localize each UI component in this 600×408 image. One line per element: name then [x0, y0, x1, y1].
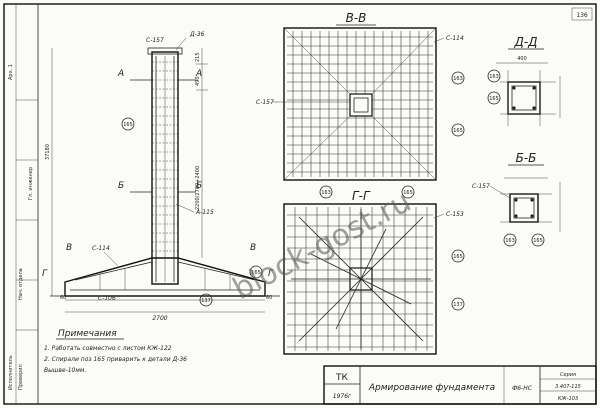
dd-pos-163: 163 [489, 74, 499, 80]
title-block-frame [323, 365, 597, 405]
section-gg-spiral-bars [291, 209, 431, 349]
dd-pos-165: 165 [489, 96, 499, 102]
rebar-line [310, 253, 362, 280]
rebar-line [298, 278, 362, 342]
label-d36: Д-36 [189, 31, 205, 38]
column-stirrups [152, 61, 178, 252]
bb-pos-165: 165 [533, 238, 543, 244]
dim-60-right: 60 [266, 295, 272, 301]
gg-leader-c153: С-153 [446, 211, 464, 218]
section-dd: Д-Д 400 163 165 [487, 35, 561, 126]
label-c114: С-114 [92, 245, 110, 252]
section-vv-column [349, 93, 373, 117]
dim-2700: 2700 [152, 315, 167, 322]
note-2: 2. Спирали поз 165 приварить к детали Д-… [44, 356, 187, 363]
section-dd-outline [507, 81, 541, 115]
stamp-row-5: Арх. 1 [8, 64, 14, 80]
dd-dim-400: 400 [517, 56, 527, 62]
cut-b-right: Б [196, 181, 202, 191]
title-sheet-ref: КЖ-103 [558, 396, 578, 402]
page-number-box [571, 7, 593, 21]
cut-v-right: В [250, 243, 256, 253]
vv-leader-c114: С-114 [446, 35, 464, 42]
title-org: ТК [335, 373, 348, 383]
label-c106: С-106 [98, 295, 116, 302]
stamp-row-2: Проверил [18, 364, 24, 390]
title-block: ТК 1976г Армирование фундамента Ф6-НС Се… [323, 365, 597, 405]
cut-v-left: В [66, 243, 72, 253]
vv-pos-165-b: 165 [403, 190, 413, 196]
vv-pos-165: 165 [453, 128, 463, 134]
bb-leader-c157: С-157 [472, 183, 490, 190]
stamp-row-1: Исполнитель [8, 355, 14, 390]
cut-g-left: Г [42, 269, 48, 279]
dim-60-left: 60 [60, 295, 66, 301]
column-outline [151, 51, 179, 285]
label-c157: С-157 [146, 37, 164, 44]
stamp-row-3: Нач. отдела [18, 268, 24, 300]
notes-block: Примечания 1. Работать совместно с листо… [44, 329, 187, 374]
title-main: Армирование фундамента [368, 383, 495, 393]
pos-bubble-165-a [121, 117, 135, 131]
bb-pos-163: 163 [505, 238, 515, 244]
section-bb-title: Б-Б [516, 151, 537, 165]
cap-plate [147, 47, 183, 55]
title-series-number: 3.407-115 [555, 384, 581, 390]
elevation-view: 215 490 2200/2700+2400 37180 60 60 2700 … [42, 31, 280, 322]
section-vv-title: В-В [346, 11, 367, 25]
pos-165-b: 165 [251, 270, 261, 276]
section-bb: Б-Б С-157 163 165 [472, 151, 561, 247]
pos-165-a: 165 [123, 122, 133, 128]
sheet-border [3, 3, 597, 405]
side-stamp: Исполнитель Проверил Нач. отдела Гл. инж… [8, 64, 38, 390]
cut-g-right: Г [268, 269, 274, 279]
note-3: Вышве-10мм. [44, 367, 86, 374]
title-mark: Ф6-НС [512, 385, 533, 392]
cut-a-right: А [195, 69, 202, 79]
pos-137: 137 [201, 298, 211, 304]
section-vv-outline [283, 27, 437, 181]
cut-b-left: Б [118, 181, 124, 191]
dim-215: 215 [195, 52, 201, 62]
note-1: 1. Работать совместно с листом КЖ-122 [44, 345, 172, 352]
section-dd-title: Д-Д [513, 35, 537, 49]
stamp-row-4: Гл. инженер [28, 167, 34, 200]
vv-pos-163-b: 163 [321, 190, 331, 196]
dim-490: 490 [195, 76, 201, 86]
section-gg: Г-Г С-153 165 137 [283, 189, 465, 355]
section-vv: В-В С-114 С-157 163 165 165 163 [256, 11, 465, 199]
gg-pos-137: 137 [453, 302, 463, 308]
gg-pos-165: 165 [453, 254, 463, 260]
section-gg-outline [283, 203, 437, 355]
rebar-line [298, 216, 362, 280]
vv-leader-c157: С-157 [256, 99, 274, 106]
notes-heading: Примечания [58, 329, 117, 339]
pos-bubble-165-b [249, 265, 263, 279]
dim-overall: 37180 [45, 144, 51, 160]
pos-bubble-137 [199, 293, 213, 307]
cut-a-left: А [117, 69, 124, 79]
rebar-line [335, 278, 362, 330]
section-gg-title: Г-Г [352, 189, 371, 203]
rebar-line [360, 228, 387, 280]
title-series: Серия [560, 372, 576, 378]
dim-main: 2200/2700+2400 [195, 166, 201, 210]
rebar-line [360, 278, 424, 342]
title-year: 1976г [333, 393, 352, 400]
page-number: 136 [576, 12, 588, 19]
label-a115: А-115 [195, 209, 214, 216]
vv-pos-163: 163 [453, 76, 463, 82]
rebar-line [360, 278, 412, 305]
rebar-line [360, 216, 424, 280]
